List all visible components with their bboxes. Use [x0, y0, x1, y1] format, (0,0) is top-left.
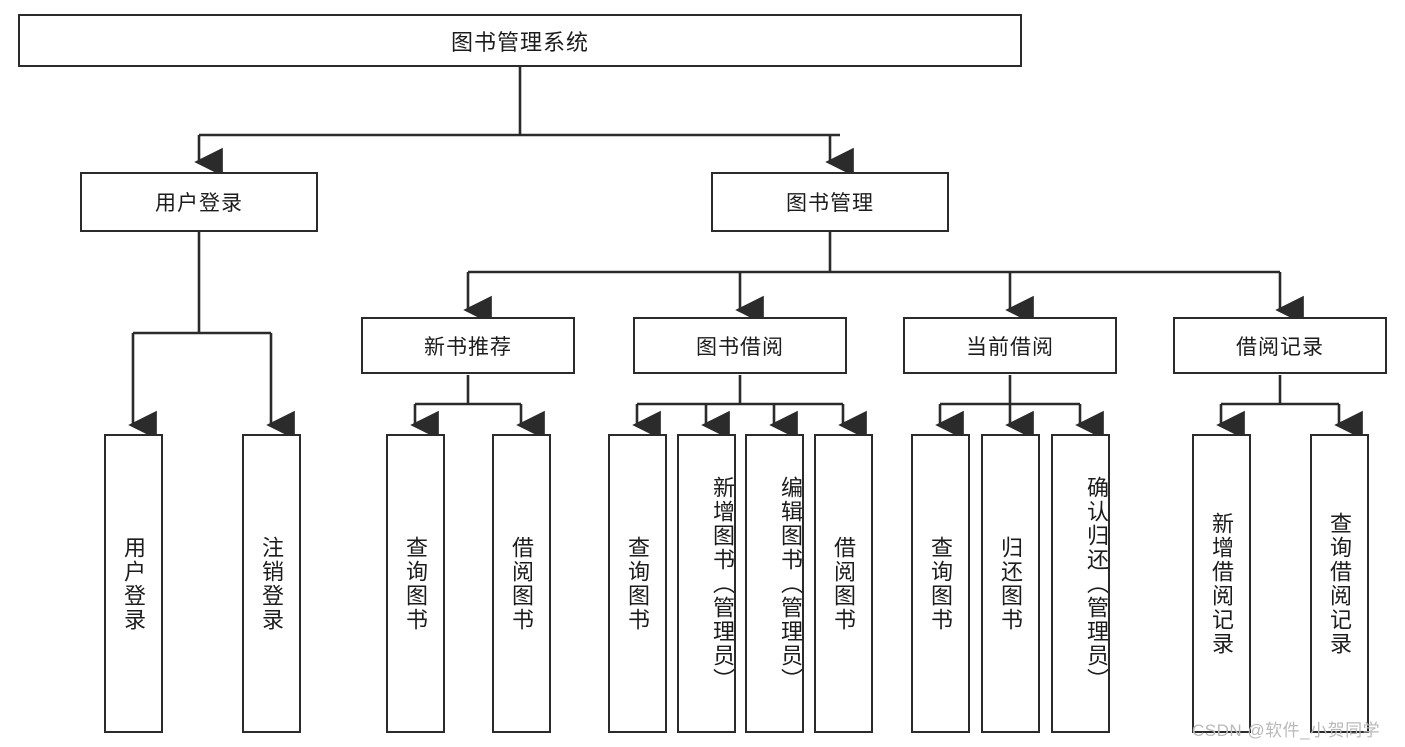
- leaf-book-borrow-query[interactable]: 查询图书: [608, 434, 667, 733]
- csdn-watermark: CSDN @软件_小贺同学: [1192, 721, 1381, 740]
- node-user-login[interactable]: 用户登录: [80, 172, 318, 232]
- leaf-current-borrow-query[interactable]: 查询图书: [911, 434, 970, 733]
- node-new-book-recommend[interactable]: 新书推荐: [361, 317, 575, 374]
- leaf-new-book-query[interactable]: 查询图书: [386, 434, 445, 733]
- leaf-current-borrow-confirm-return[interactable]: 确认归还（管理员）: [1051, 434, 1110, 733]
- node-book-management[interactable]: 图书管理: [711, 172, 949, 232]
- leaf-borrow-record-add[interactable]: 新增借阅记录: [1192, 434, 1251, 733]
- node-current-borrow[interactable]: 当前借阅: [903, 317, 1117, 374]
- leaf-book-borrow-add[interactable]: 新增图书（管理员）: [677, 434, 736, 733]
- leaf-book-borrow-borrow[interactable]: 借阅图书: [814, 434, 873, 733]
- leaf-borrow-record-query[interactable]: 查询借阅记录: [1310, 434, 1369, 733]
- leaf-user-login-login[interactable]: 用户登录: [104, 434, 163, 733]
- leaf-book-borrow-edit[interactable]: 编辑图书（管理员）: [745, 434, 804, 733]
- leaf-current-borrow-return[interactable]: 归还图书: [981, 434, 1040, 733]
- leaf-new-book-borrow[interactable]: 借阅图书: [492, 434, 551, 733]
- node-borrow-record[interactable]: 借阅记录: [1173, 317, 1387, 374]
- node-root-system[interactable]: 图书管理系统: [18, 14, 1022, 67]
- leaf-user-login-logout[interactable]: 注销登录: [242, 434, 301, 733]
- node-book-borrow[interactable]: 图书借阅: [633, 317, 847, 374]
